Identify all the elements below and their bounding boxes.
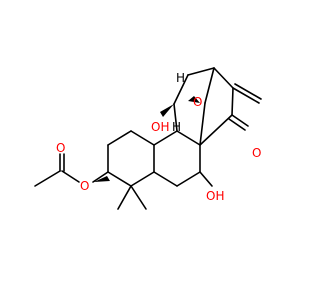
bond-c6-c5 xyxy=(153,171,178,187)
wedge-c3-o xyxy=(94,176,110,182)
bond-c7-c6 xyxy=(176,171,201,187)
bridge-h-label: H xyxy=(176,71,185,85)
c7-hydroxyl-label: OH xyxy=(206,189,224,203)
bond-c11-c12 xyxy=(173,74,189,105)
acetate-carbonyl-o-label: O xyxy=(56,141,65,155)
wedge-c11-oh xyxy=(160,104,174,117)
acetate-group: O O xyxy=(34,141,110,193)
wedge-bridge xyxy=(188,96,200,103)
molecule-diagram: O O OH O xyxy=(34,67,262,210)
bond-c9-c8 xyxy=(176,130,201,146)
bond-c4-c3 xyxy=(107,171,132,187)
c11-hydrogen-label: H xyxy=(172,120,181,134)
bond-c1-c10 xyxy=(130,130,155,146)
bond-c10-c9 xyxy=(153,130,178,146)
bond-c7-oh xyxy=(199,171,213,187)
ring-a xyxy=(107,130,155,210)
bond-c2-c1 xyxy=(107,130,132,146)
bond-c16-ch2-double-1 xyxy=(232,87,260,104)
bond-c9-c11 xyxy=(173,103,178,132)
bridge-substituents: O H xyxy=(176,71,202,109)
ring-b: OH xyxy=(153,130,224,203)
bond-c15-c8 xyxy=(199,114,233,146)
bond-c16-ch2-double-2 xyxy=(234,83,262,100)
c11-substituents: OH H xyxy=(151,104,181,134)
bridge-o-label: O xyxy=(193,95,202,109)
bond-c8-c14 xyxy=(199,102,206,146)
acetate-ester-o-label: O xyxy=(80,179,89,193)
bond-c15-ketone-1 xyxy=(231,114,249,127)
bond-c5-c4 xyxy=(130,171,155,187)
bond-methyl-carbonyl xyxy=(34,170,61,187)
c11-hydroxyl-label: OH xyxy=(151,120,169,134)
bond-c15-ketone-2 xyxy=(228,118,246,131)
ring-c-bridge: O xyxy=(173,67,262,160)
bond-c16-c15 xyxy=(231,87,234,116)
bond-c4-me2 xyxy=(130,185,147,210)
bond-c14-c13 xyxy=(204,67,215,104)
ketone-o-label: O xyxy=(252,146,261,160)
bond-c13-c16 xyxy=(213,67,234,89)
bond-c12-c13 xyxy=(187,67,215,76)
bond-ester-o-c3 xyxy=(92,171,109,183)
bond-carbonyl-ester-o xyxy=(61,170,80,183)
bond-c4-me1 xyxy=(117,185,132,210)
